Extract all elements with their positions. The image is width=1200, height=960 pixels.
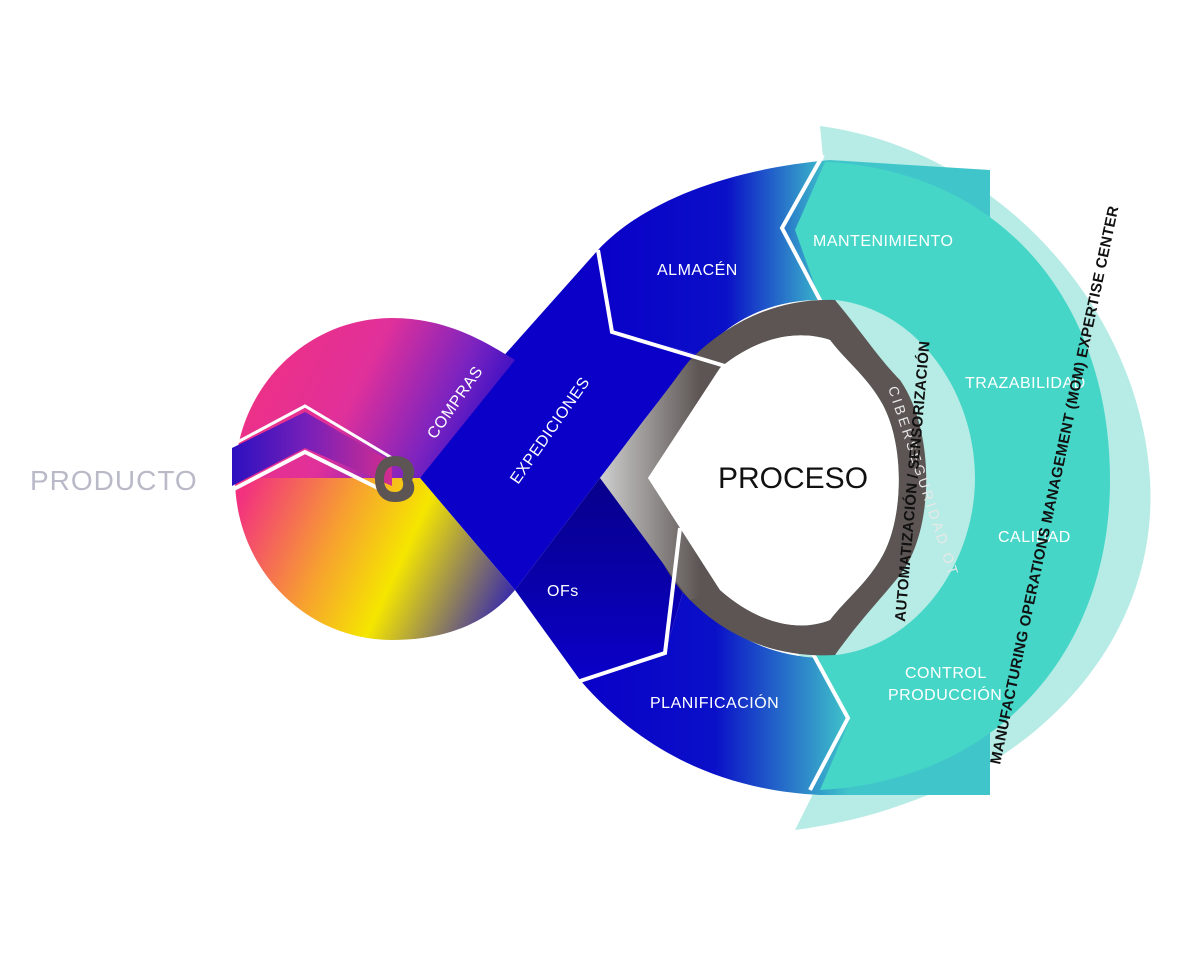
separator-almacen	[596, 249, 726, 368]
ofs-label: OFs	[547, 583, 579, 600]
trazabilidad-label: TRAZABILIDAD	[965, 375, 1086, 392]
producto-label: PRODUCTO	[30, 465, 198, 496]
product-zigzag	[232, 412, 392, 486]
mantenimiento-label: MANTENIMIENTO	[813, 233, 953, 250]
control-label: CONTROL	[905, 665, 987, 682]
zigzag-line-bottom	[231, 449, 393, 497]
almacen-label: ALMACÉN	[657, 260, 738, 279]
separator-bottom	[798, 629, 851, 791]
expediciones-segment	[420, 250, 700, 590]
color-wheel-bottom	[235, 478, 515, 640]
separator-ofs	[576, 527, 682, 684]
gray-wedge	[600, 360, 720, 600]
automatizacion-ring	[836, 300, 975, 655]
calidad-label: CALIDAD	[998, 529, 1071, 546]
center-white	[648, 335, 899, 626]
proceso-label: PROCESO	[718, 462, 868, 495]
produccion-label: PRODUCCIÓN	[888, 685, 1002, 704]
zigzag-line-top	[231, 404, 393, 460]
planificacion-label: PLANIFICACIÓN	[650, 693, 779, 712]
junction-ring	[375, 456, 415, 502]
